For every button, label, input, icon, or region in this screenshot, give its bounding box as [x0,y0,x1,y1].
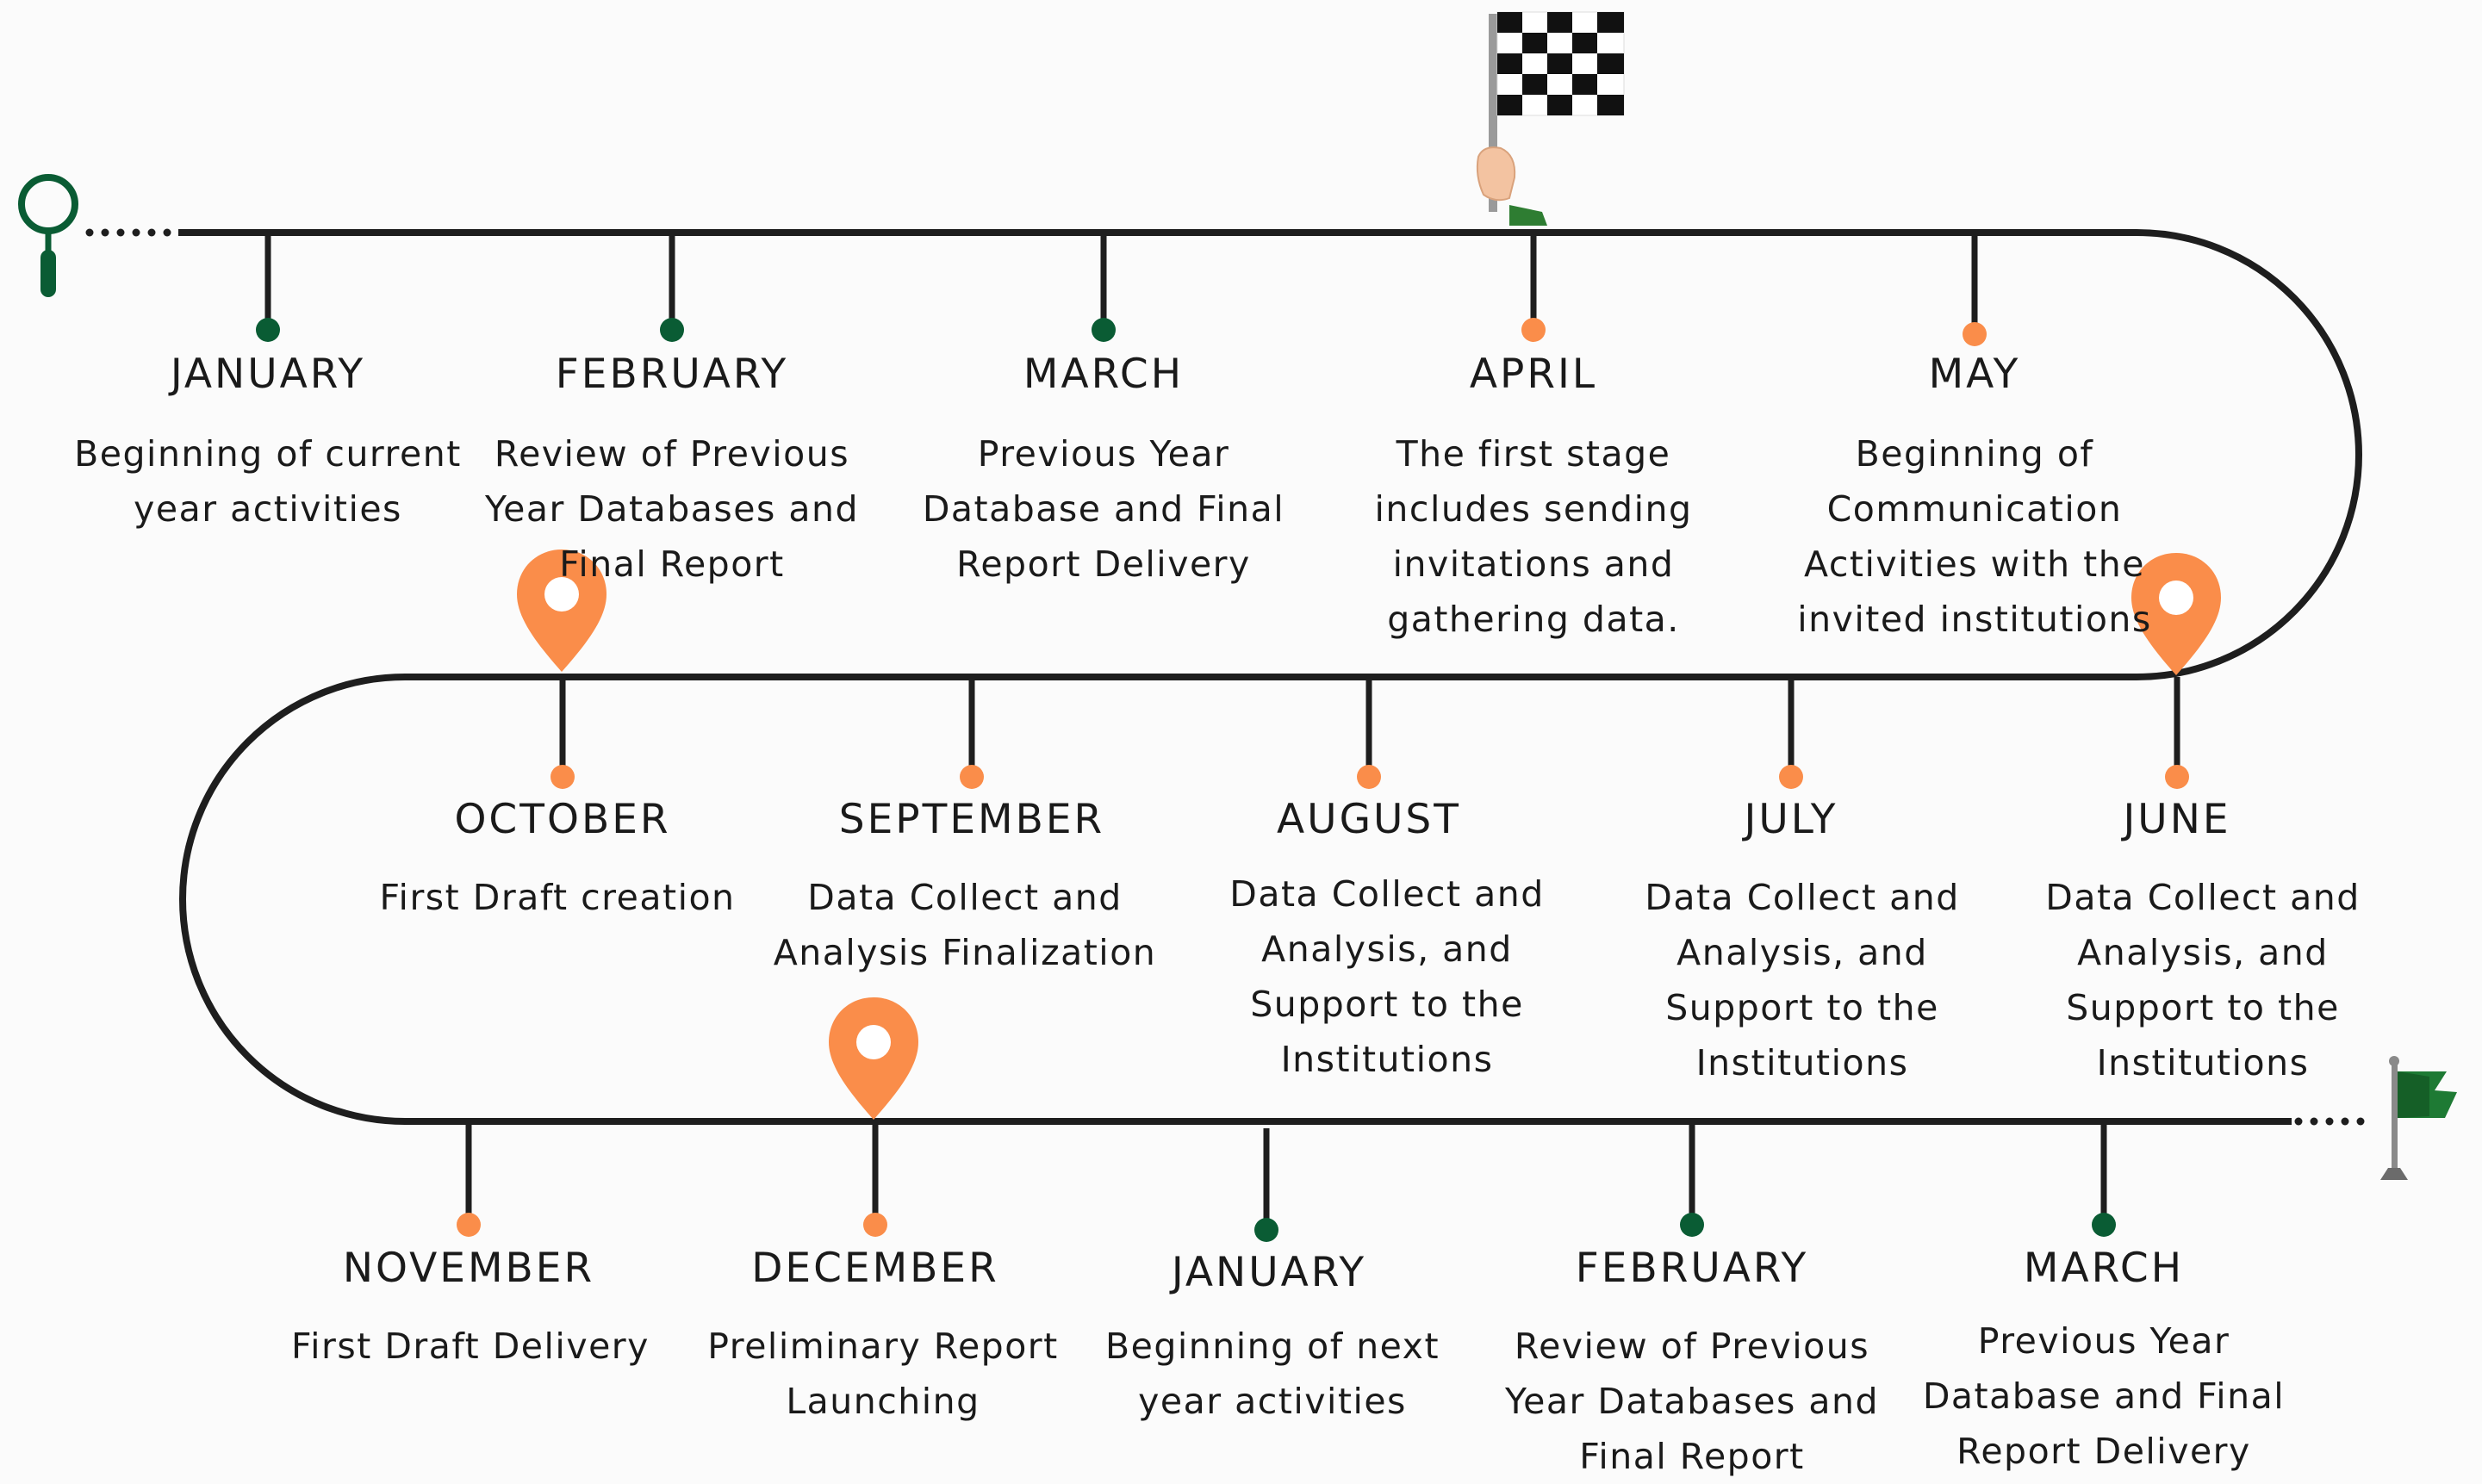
milestone-description: Data Collect and Analysis, and Support t… [1229,873,1545,1080]
milestone-month: JUNE [2123,796,2231,843]
milestone-dot [551,765,575,789]
green-flag-icon [2380,1056,2457,1180]
milestone-dot [660,318,684,342]
checkered-flag-icon [1476,11,1625,226]
milestone-month: SEPTEMBER [838,796,1105,843]
milestone-dot [1963,322,1987,346]
milestone-description: Data Collect and Analysis Finalization [773,877,1157,973]
milestone-month: AUGUST [1277,796,1461,843]
lead-out-dots [2294,1117,2365,1126]
milestone-month: JANUARY [170,351,366,398]
milestone-description: Previous Year Database and Final Report … [922,433,1285,585]
milestone-month: APRIL [1469,351,1598,398]
milestone-month: MAY [1928,351,2021,398]
milestone-dot [2092,1213,2116,1237]
milestone-month: FEBRUARY [1575,1245,1809,1292]
map-pin-icon [829,997,918,1120]
milestone-month: MARCH [2023,1245,2185,1292]
lead-in-dots [85,228,171,237]
map-pin-icon [2131,553,2221,675]
milestone-description: Data Collect and Analysis, and Support t… [2045,877,2361,1084]
milestone-description: Review of Previous Year Databases and Fi… [1505,1326,1879,1477]
timeline-path [178,229,2362,1125]
milestone-dot [2165,765,2189,789]
milestone-dot [1521,318,1546,342]
milestone-description: Beginning of current year activities [74,433,462,530]
milestone-dot [1779,765,1803,789]
milestone-description: Beginning of next year activities [1104,1326,1440,1422]
milestone-month: MARCH [1023,351,1185,398]
milestone-dot [960,765,984,789]
milestone-description: First Draft creation [379,877,736,918]
milestone-description: Review of Previous Year Databases and Fi… [485,433,859,585]
milestone-description: Beginning of Communication Activities wi… [1797,433,2152,640]
milestone-dot [457,1213,481,1237]
milestone-description: Previous Year Database and Final Report … [1922,1320,2286,1472]
milestone-dot [256,318,280,342]
milestone-dot [1254,1218,1278,1242]
milestone-description: Data Collect and Analysis, and Support t… [1645,877,1960,1084]
milestone-dot [863,1213,887,1237]
map-pin-icon [517,550,607,672]
milestone-description: Preliminary Report Launching [707,1326,1059,1422]
milestone-dot [1357,765,1381,789]
milestone-description: The first stage includes sending invitat… [1374,433,1693,640]
milestone-dot [1680,1213,1704,1237]
milestone-dot [1092,318,1116,342]
milestone-month: DECEMBER [751,1245,999,1292]
milestone-month: NOVEMBER [342,1245,595,1292]
milestone-month: JULY [1744,796,1838,843]
milestone-month: JANUARY [1171,1249,1367,1296]
milestone-description: First Draft Delivery [291,1326,650,1367]
milestone-month: OCTOBER [454,796,671,843]
milestone-month: FEBRUARY [555,351,789,398]
magnifier-icon [18,174,78,297]
